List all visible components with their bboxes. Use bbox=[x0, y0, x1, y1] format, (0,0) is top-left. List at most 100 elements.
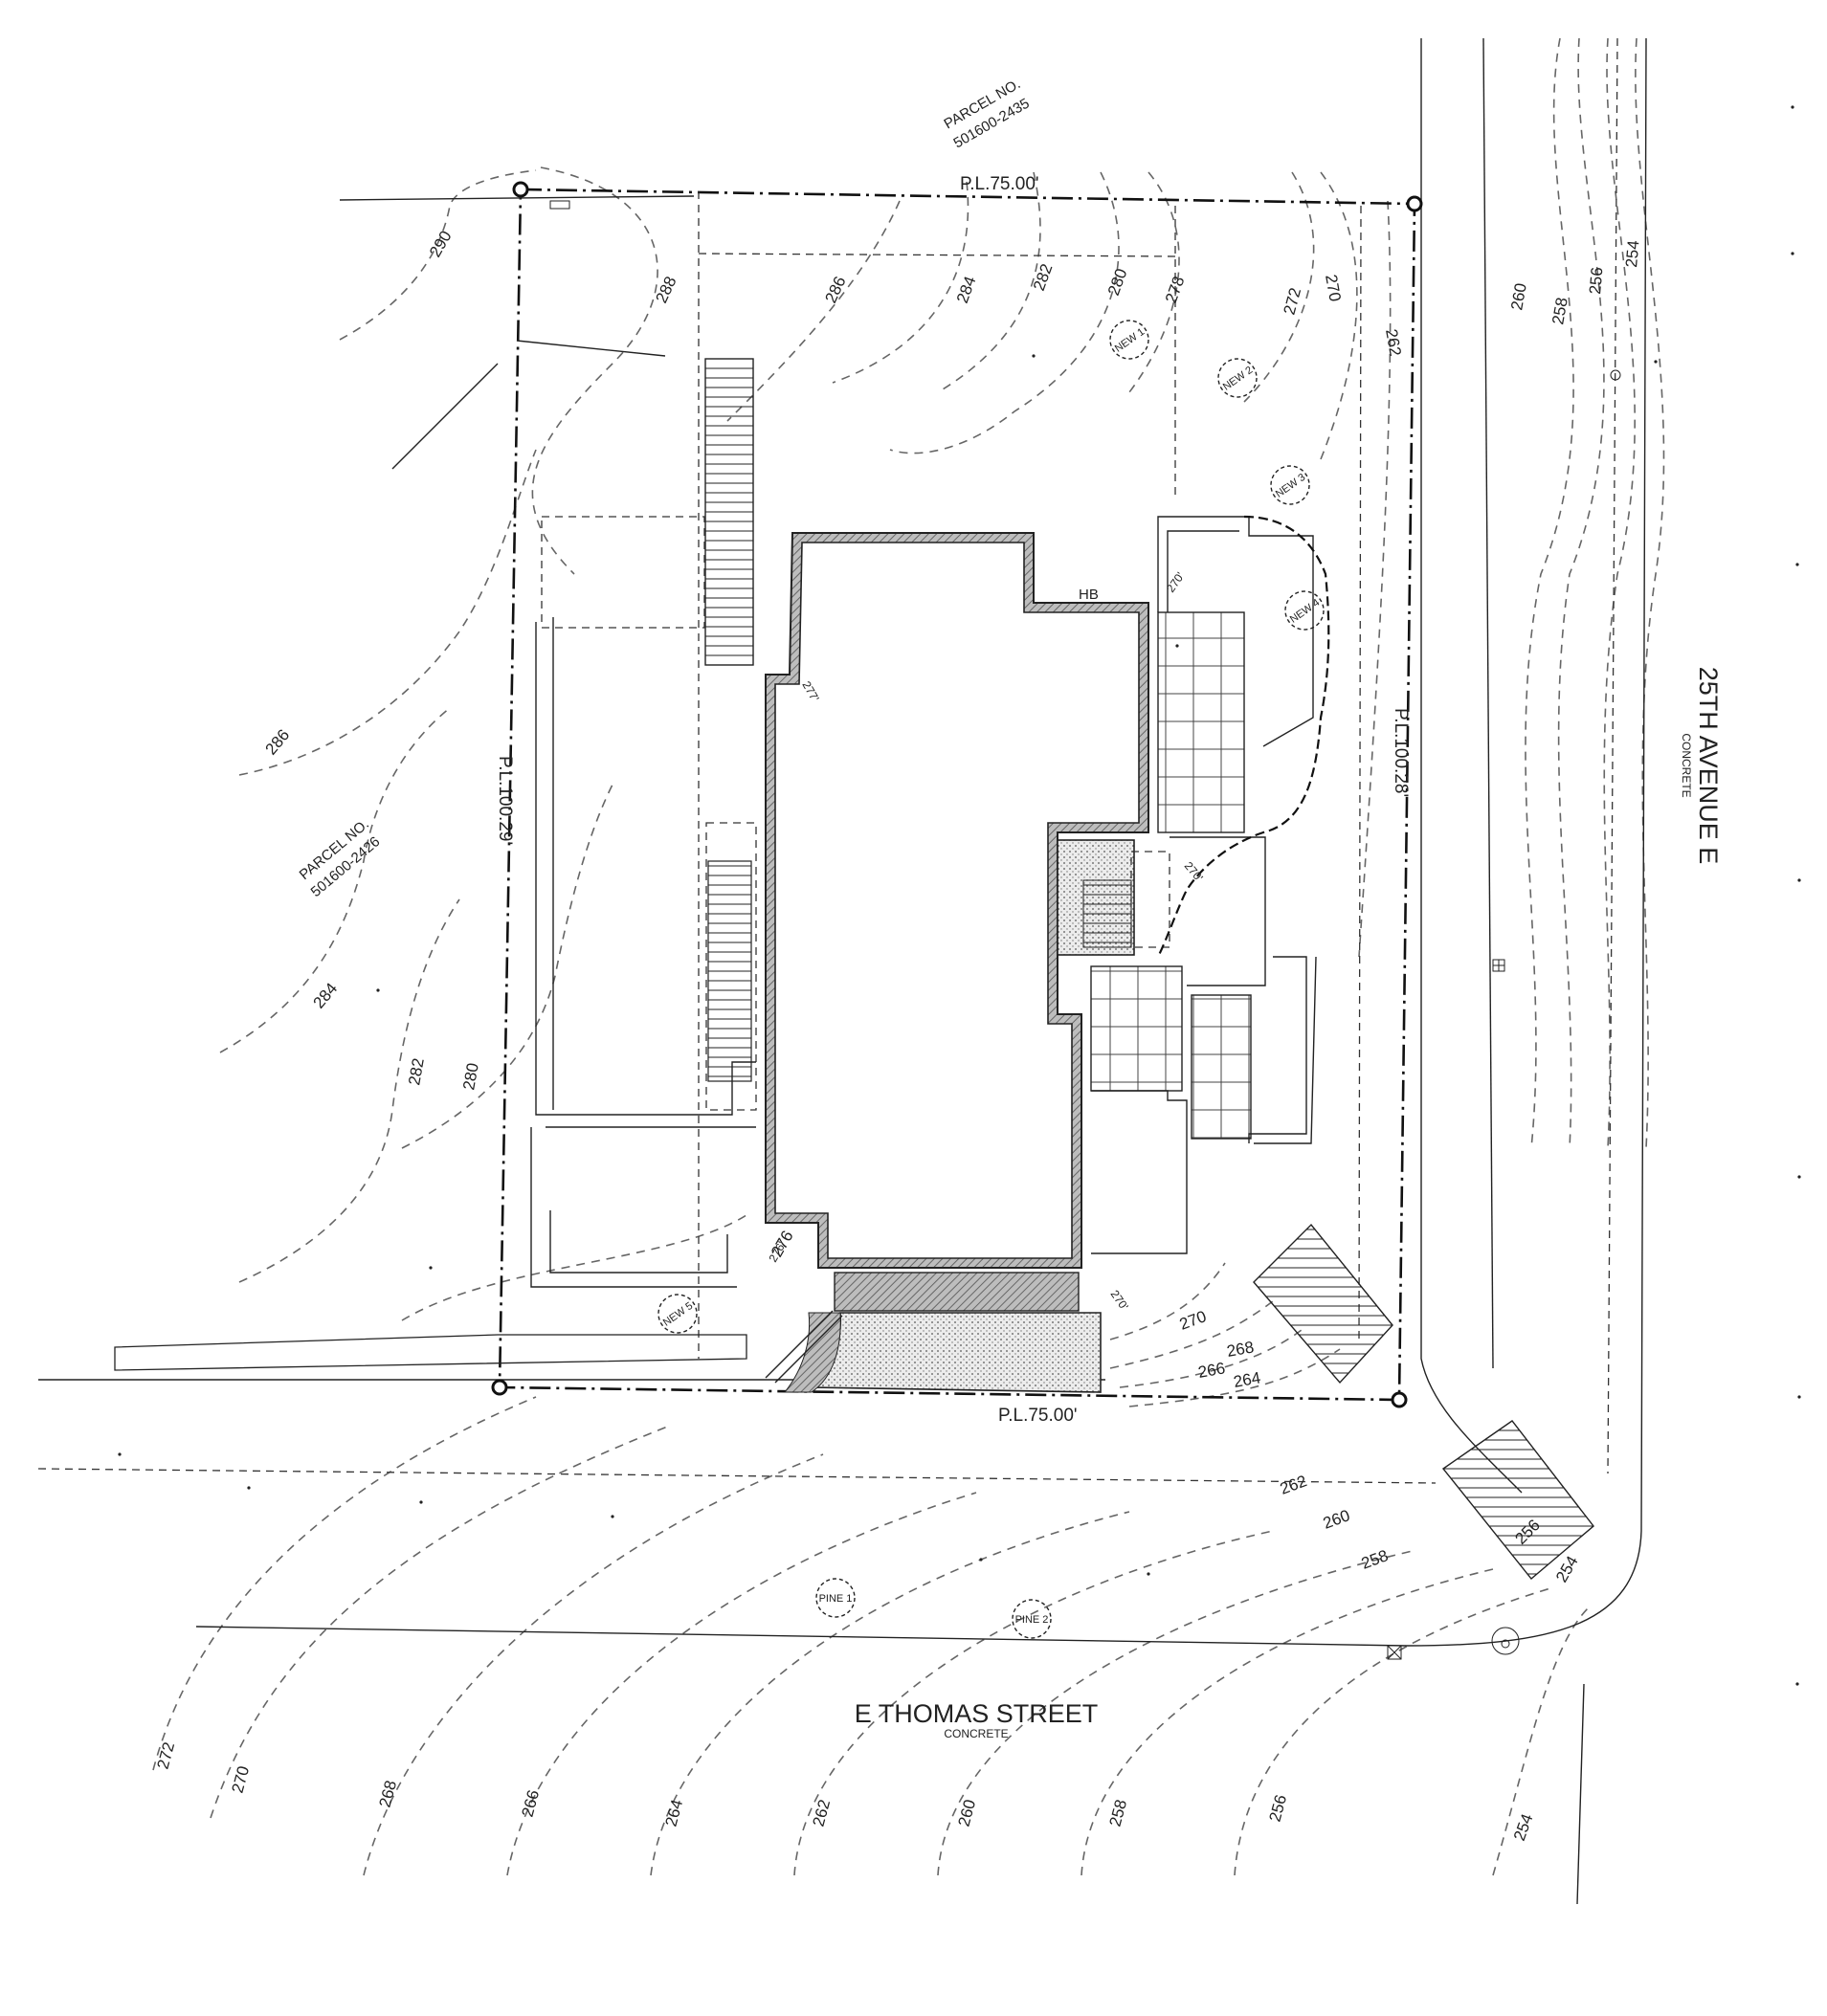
contour-label: PINE 2 bbox=[1015, 1614, 1049, 1626]
contour-label: 264 bbox=[1232, 1368, 1261, 1391]
contour-label: 286 bbox=[821, 274, 849, 306]
survey-points bbox=[118, 105, 1801, 1686]
contour-290 bbox=[339, 169, 537, 341]
east-yard-elements bbox=[1057, 515, 1594, 1580]
contour-label: NEW 4 bbox=[1288, 597, 1322, 626]
corner-stair bbox=[1441, 1420, 1594, 1580]
hose-bib-label: HB bbox=[1079, 587, 1099, 603]
tree-new-2: NEW 2 bbox=[1217, 358, 1258, 398]
contour-west-280 bbox=[401, 784, 613, 1149]
pl-east-label: P.L.100.28' bbox=[1391, 708, 1411, 797]
contour-label: 260 bbox=[1321, 1506, 1352, 1533]
tree-new-3: NEW 3 bbox=[1270, 465, 1310, 505]
property-corner-se bbox=[1391, 1391, 1408, 1408]
east-patio-north bbox=[1157, 611, 1245, 833]
street-edges bbox=[37, 37, 1647, 1905]
tree-new-1: NEW 1 bbox=[1109, 320, 1149, 360]
contour-284 bbox=[832, 181, 969, 384]
contour-280 bbox=[889, 171, 1120, 454]
contour-label: 262 bbox=[1278, 1472, 1309, 1498]
contour-label: 282 bbox=[1030, 261, 1057, 293]
contour-label: 284 bbox=[310, 980, 342, 1012]
contour-label: 256 bbox=[1586, 266, 1606, 295]
west-stair-lower bbox=[707, 860, 752, 1082]
property-corner-ne bbox=[1406, 195, 1423, 212]
contour-west-282 bbox=[238, 898, 460, 1283]
contour-south-264 bbox=[1128, 1348, 1341, 1407]
contour-west-286 bbox=[238, 449, 537, 776]
contour-street-256 bbox=[1234, 1587, 1551, 1876]
contour-east-258 bbox=[1557, 37, 1605, 1149]
street-south-surface: CONCRETE bbox=[944, 1727, 1008, 1740]
contour-label: PINE 1 bbox=[819, 1593, 853, 1605]
driveway-curb-flare bbox=[783, 1312, 841, 1393]
contour-label: 258 bbox=[1106, 1798, 1131, 1828]
spot-elev-5: 270' bbox=[1108, 1288, 1131, 1313]
contour-street-262 bbox=[793, 1530, 1274, 1876]
east-patio-south bbox=[1090, 965, 1183, 1092]
tree-pine-1: PINE 1 bbox=[815, 1578, 856, 1618]
contour-label: 288 bbox=[652, 274, 680, 306]
driveway-slab bbox=[809, 1312, 1102, 1393]
contour-label: 254 bbox=[1622, 239, 1642, 268]
house-interior bbox=[774, 542, 1140, 1259]
contour-label: 266 bbox=[519, 1788, 544, 1819]
west-stair bbox=[704, 358, 754, 666]
contour-label: 262 bbox=[810, 1798, 835, 1828]
tree-new-5: NEW 5 bbox=[657, 1294, 698, 1334]
contour-label: 290 bbox=[426, 228, 456, 260]
east-entry-stair bbox=[1082, 879, 1132, 948]
pl-west-label: P.L.100.29' bbox=[495, 756, 515, 845]
contour-south-270 bbox=[1109, 1262, 1226, 1340]
contour-label: 268 bbox=[1225, 1338, 1255, 1361]
contour-278 bbox=[1128, 171, 1180, 393]
contour-east-260 bbox=[1525, 37, 1574, 1149]
contour-label: 254 bbox=[1510, 1811, 1537, 1843]
contour-west-284 bbox=[219, 707, 451, 1053]
contour-270 bbox=[1320, 171, 1358, 460]
contour-east-262 bbox=[1358, 200, 1392, 958]
building: HB bbox=[765, 532, 1149, 1269]
street-east-surface: CONCRETE bbox=[1680, 733, 1693, 797]
contour-label: 272 bbox=[1281, 286, 1305, 317]
contour-label: 268 bbox=[376, 1779, 401, 1809]
manhole-icon bbox=[1491, 1627, 1520, 1655]
curb-line bbox=[195, 37, 1647, 1647]
east-driveway-stair bbox=[1253, 1223, 1393, 1385]
garage-apron bbox=[834, 1272, 1080, 1312]
contour-label: 260 bbox=[1507, 281, 1530, 311]
utility-box-icon bbox=[1387, 1645, 1402, 1660]
contour-street-270 bbox=[210, 1425, 671, 1819]
contour-label: 270 bbox=[1177, 1307, 1209, 1334]
contour-label: 272 bbox=[154, 1740, 179, 1771]
east-patio-se bbox=[1191, 994, 1252, 1140]
property-corner-sw bbox=[491, 1379, 508, 1396]
spot-elev-3: 270' bbox=[1182, 859, 1206, 884]
contour-label: NEW 2 bbox=[1221, 365, 1255, 393]
catch-basin-icon bbox=[1492, 959, 1505, 972]
contour-east-256 bbox=[1603, 37, 1636, 1149]
south-walk bbox=[114, 1334, 747, 1371]
contour-label: 282 bbox=[405, 1056, 428, 1086]
tree-pine-2: PINE 2 bbox=[1012, 1599, 1052, 1639]
property-corner-nw bbox=[512, 181, 529, 198]
contour-label: 264 bbox=[662, 1798, 687, 1828]
contour-street-268 bbox=[363, 1453, 824, 1876]
contour-282 bbox=[937, 171, 1041, 393]
hydrant-icon bbox=[1610, 369, 1621, 381]
contour-label: 258 bbox=[1359, 1546, 1391, 1573]
meter-box bbox=[549, 200, 570, 210]
contour-street-272 bbox=[152, 1396, 537, 1771]
contour-label: 270 bbox=[1322, 273, 1345, 302]
contour-street-258 bbox=[1081, 1568, 1494, 1876]
contour-272 bbox=[1243, 171, 1315, 403]
street-east-name: 25TH AVENUE E bbox=[1694, 667, 1723, 865]
street-south-name: E THOMAS STREET bbox=[855, 1699, 1099, 1728]
contour-street-264 bbox=[650, 1511, 1130, 1876]
contour-label: 280 bbox=[1104, 266, 1131, 298]
property-boundary bbox=[491, 181, 1423, 1408]
contour-label: 286 bbox=[262, 726, 294, 759]
west-yard-elements bbox=[530, 200, 757, 1288]
contour-street-260 bbox=[937, 1549, 1417, 1876]
